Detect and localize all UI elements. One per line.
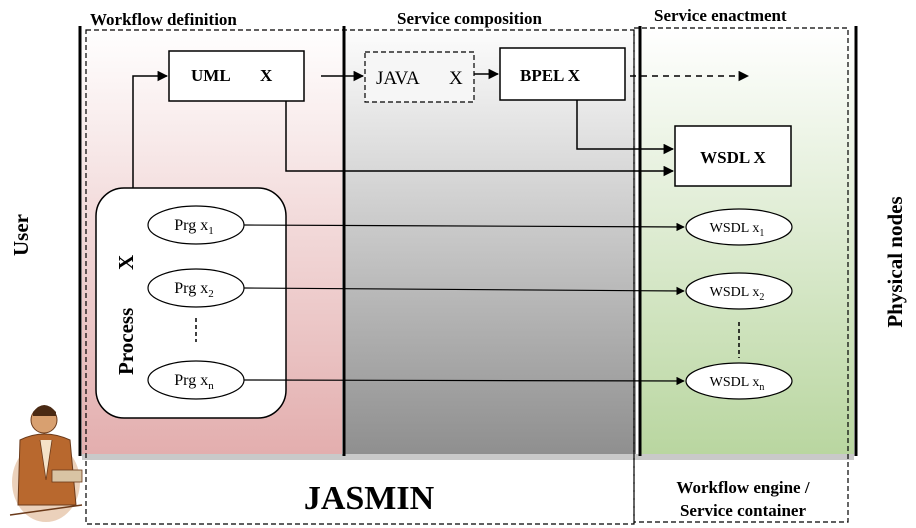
- program-service-link: [243, 222, 685, 232]
- uml-to-wsdl-arrow: [285, 101, 675, 177]
- program-service-link: [243, 376, 685, 386]
- uml-var: X: [260, 66, 273, 85]
- wsdl-label: WSDL X: [700, 148, 766, 167]
- bpel-to-wsdl-arrow: [576, 100, 675, 155]
- service-ellipse: [685, 362, 793, 400]
- engine-label-line2: Service container: [680, 501, 806, 520]
- program-label: Prg x1: [174, 217, 213, 237]
- program-ellipses: Prg x1 Prg x2 Prg xn: [147, 205, 245, 400]
- program-label: Prg xn: [174, 372, 214, 392]
- user-label: User: [9, 214, 33, 256]
- service-ellipse: [685, 272, 793, 310]
- program-service-links: [243, 222, 685, 386]
- header-service-composition: Service composition: [397, 9, 542, 28]
- bpel-box: [499, 47, 626, 101]
- java-var: X: [449, 68, 463, 89]
- uml-label: UML: [191, 66, 231, 85]
- process-var: X: [114, 255, 138, 270]
- java-box: [364, 51, 475, 103]
- physical-nodes-label: Physical nodes: [883, 196, 907, 327]
- bpel-label: BPEL X: [520, 66, 581, 85]
- uml-box: [168, 50, 305, 102]
- user-figure: [9, 405, 83, 522]
- service-label: WSDL x1: [710, 221, 765, 239]
- header-service-enactment: Service enactment: [654, 6, 787, 25]
- engine-label-line1: Workflow engine /: [676, 478, 809, 497]
- service-ellipse: [685, 208, 793, 246]
- jasmin-label: JASMIN: [304, 480, 435, 517]
- jasmin-frame: [85, 29, 635, 525]
- header-workflow-definition: Workflow definition: [90, 10, 237, 29]
- engine-frame: [633, 27, 849, 523]
- program-service-link: [243, 286, 685, 296]
- java-label: JAVA: [376, 68, 420, 89]
- program-label: Prg x2: [174, 280, 213, 300]
- service-label: WSDL xn: [710, 375, 765, 393]
- service-label: WSDL x2: [710, 285, 765, 303]
- process-to-uml-arrow: [132, 70, 169, 188]
- service-ellipses: WSDL x1 WSDL x2 WSDL xn: [685, 208, 793, 400]
- process-label: Process: [114, 308, 138, 375]
- bottom-shadow: [82, 454, 854, 460]
- wsdl-box: [674, 125, 792, 187]
